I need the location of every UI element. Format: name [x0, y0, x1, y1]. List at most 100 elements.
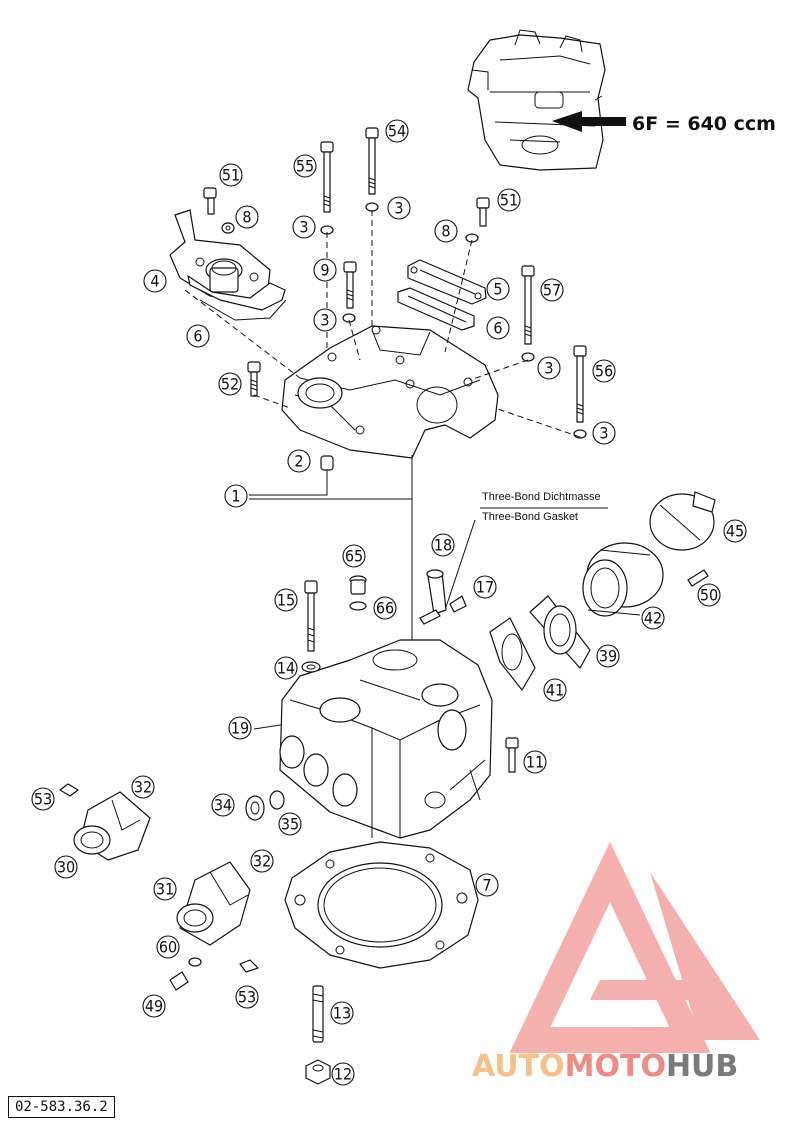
- svg-text:60: 60: [159, 938, 177, 957]
- callout-41: 41: [543, 678, 567, 702]
- callout-51: 51: [497, 188, 521, 212]
- svg-text:34: 34: [214, 796, 232, 815]
- callout-8: 8: [434, 219, 458, 243]
- alignment-lines: [184, 210, 581, 438]
- svg-text:54: 54: [388, 122, 406, 141]
- leader-lines: [249, 455, 476, 730]
- callout-1: 1: [224, 484, 248, 508]
- callout-55: 55: [293, 154, 317, 178]
- svg-text:19: 19: [231, 719, 249, 738]
- svg-text:57: 57: [543, 281, 561, 300]
- svg-text:9: 9: [320, 261, 329, 280]
- callout-8: 8: [235, 205, 259, 229]
- sealant-note-en: Three-Bond Gasket: [482, 511, 578, 523]
- callout-15: 15: [274, 588, 298, 612]
- callout-54: 54: [385, 119, 409, 143]
- callout-9: 9: [313, 258, 337, 282]
- callout-6: 6: [486, 316, 510, 340]
- sleeve-2: [320, 455, 334, 471]
- svg-text:2: 2: [294, 452, 303, 471]
- cylinder-head-19: [279, 639, 493, 839]
- svg-text:14: 14: [277, 659, 295, 678]
- svg-text:3: 3: [320, 311, 329, 330]
- callout-3: 3: [592, 421, 616, 445]
- callout-5: 5: [486, 277, 510, 301]
- svg-text:45: 45: [726, 522, 744, 541]
- callout-60: 60: [156, 935, 180, 959]
- svg-text:6: 6: [193, 327, 202, 346]
- gasket-41: [489, 617, 536, 691]
- sealant-note: Three-Bond Dichtmasse Three-Bond Gasket: [482, 491, 604, 523]
- svg-text:51: 51: [222, 166, 240, 185]
- callout-3: 3: [537, 356, 561, 380]
- o-ring-35: [269, 790, 285, 810]
- svg-text:3: 3: [299, 218, 308, 237]
- cover-plate-4: [169, 209, 271, 301]
- bolt-51-right: [476, 197, 490, 227]
- svg-text:55: 55: [296, 157, 314, 176]
- callout-13: 13: [330, 1001, 354, 1025]
- callout-49: 49: [142, 994, 166, 1018]
- callout-66: 66: [373, 596, 397, 620]
- callout-35: 35: [278, 812, 302, 836]
- callout-56: 56: [592, 359, 616, 383]
- callout-3: 3: [313, 308, 337, 332]
- callout-3: 3: [387, 196, 411, 220]
- svg-text:15: 15: [277, 591, 295, 610]
- svg-text:35: 35: [281, 815, 299, 834]
- intake-rubber-42: [582, 542, 664, 617]
- svg-text:3: 3: [544, 359, 553, 378]
- callout-6: 6: [186, 324, 210, 348]
- washer-8-left: [221, 222, 235, 234]
- cover-5: [407, 259, 487, 305]
- parts-60-49-53: [169, 957, 259, 991]
- sleeve-18: [419, 569, 447, 625]
- callout-30: 30: [54, 855, 78, 879]
- callout-17: 17: [473, 575, 497, 599]
- washer-14: [301, 661, 321, 673]
- stud-13: [312, 985, 324, 1043]
- variant-label: 6F = 640 ccm: [632, 113, 776, 135]
- bolt-52: [247, 361, 261, 397]
- svg-text:31: 31: [156, 880, 174, 899]
- callout-34: 34: [211, 793, 235, 817]
- bolt-56: [573, 345, 587, 423]
- svg-text:12: 12: [334, 1065, 352, 1084]
- svg-text:53: 53: [34, 790, 52, 809]
- bolt-51-left: [203, 187, 217, 215]
- svg-text:7: 7: [482, 876, 491, 895]
- head-gasket-7: [284, 841, 479, 969]
- o-ring-53-upper: [59, 783, 79, 797]
- callout-14: 14: [274, 656, 298, 680]
- callout-52: 52: [218, 372, 242, 396]
- callout-31: 31: [153, 877, 177, 901]
- watermark-logo: [509, 841, 760, 1053]
- callout-53: 53: [235, 985, 259, 1009]
- plug-65: [349, 575, 367, 595]
- intake-elbow-30: [73, 791, 151, 861]
- svg-text:32: 32: [253, 852, 271, 871]
- camshaft-housing-1: [281, 325, 499, 459]
- svg-text:32: 32: [134, 778, 152, 797]
- bolt-11: [505, 737, 519, 773]
- callout-45: 45: [723, 519, 747, 543]
- svg-text:52: 52: [221, 375, 239, 394]
- svg-text:51: 51: [500, 191, 518, 210]
- svg-text:AUTOMOTOHUB: AUTOMOTOHUB: [472, 1049, 738, 1084]
- svg-text:13: 13: [333, 1004, 351, 1023]
- nut-12: [305, 1059, 331, 1085]
- svg-text:6: 6: [493, 319, 502, 338]
- seal-17: [449, 595, 467, 613]
- svg-text:39: 39: [599, 647, 617, 666]
- bolt-54: [365, 127, 379, 195]
- svg-text:1: 1: [231, 487, 240, 506]
- stud-15: [304, 580, 318, 652]
- svg-text:8: 8: [441, 222, 450, 241]
- cover-gasket-6: [187, 275, 287, 321]
- svg-text:18: 18: [434, 536, 452, 555]
- document-reference: 02-583.36.2: [8, 1096, 115, 1118]
- callout-3: 3: [292, 215, 316, 239]
- callout-51: 51: [219, 163, 243, 187]
- svg-text:42: 42: [644, 609, 662, 628]
